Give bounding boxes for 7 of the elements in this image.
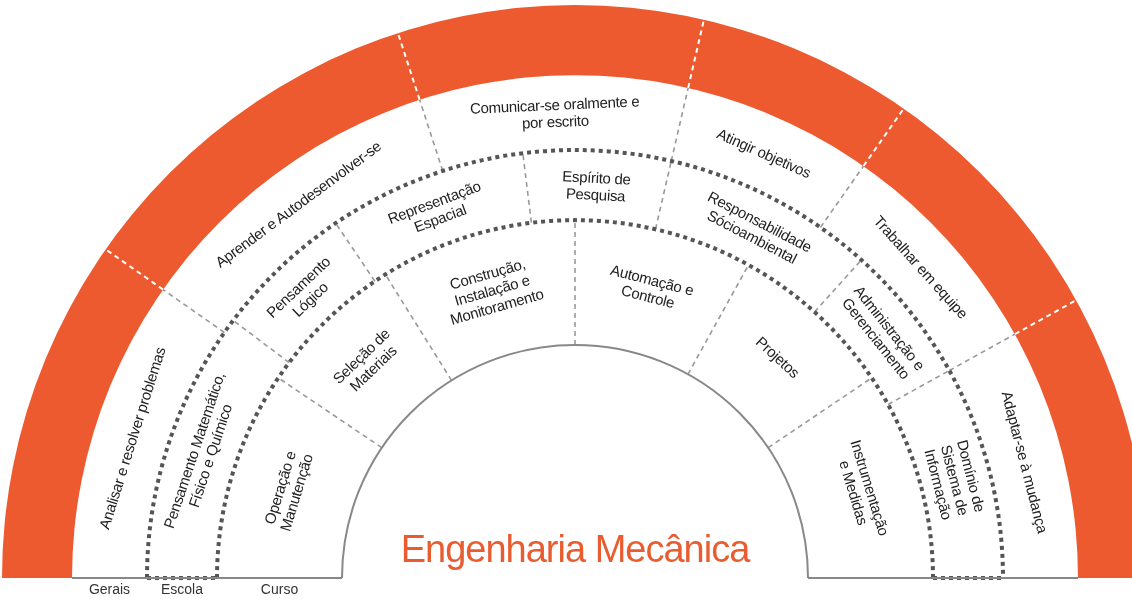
ring-label: Gerais — [88, 581, 131, 597]
sector-label: Adaptar-se à mudança — [991, 362, 1059, 561]
ring-label: Escola — [161, 581, 203, 597]
sector-label: Comunicar-se oralmente e por escrito — [459, 92, 651, 135]
center-title: Engenharia Mecânica — [400, 528, 750, 571]
sector-label: Espírito de Pesquisa — [549, 166, 642, 205]
ring-label: Curso — [260, 581, 299, 597]
